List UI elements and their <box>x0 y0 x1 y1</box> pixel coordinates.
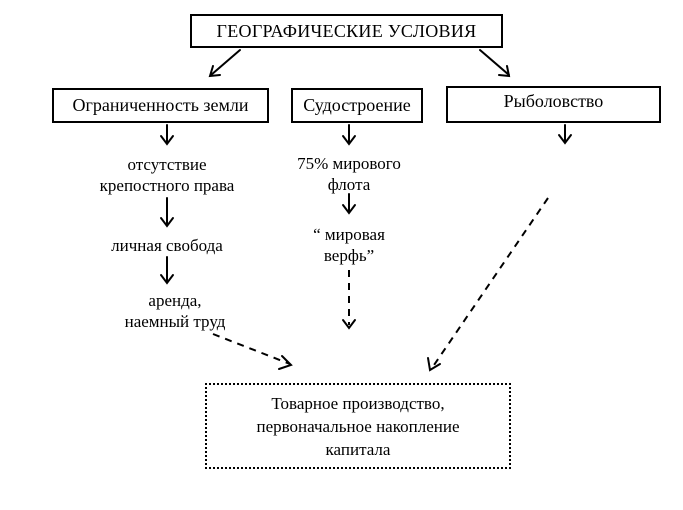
result-line3: капитала <box>325 439 391 459</box>
arrow-ship-to-fleet <box>342 124 356 146</box>
arrow-title-to-fishing <box>479 49 511 78</box>
factor-fishing-label: Рыболовство <box>503 91 604 111</box>
arrow-freedom-to-lease <box>160 256 174 285</box>
personal-freedom-text: личная свобода <box>111 236 223 255</box>
title-box: ГЕОГРАФИЧЕСКИЕ УСЛОВИЯ <box>190 14 503 48</box>
fleet-line1: 75% мирового <box>297 154 401 173</box>
arrow-title-to-land <box>208 49 241 78</box>
result-line2: первоначальное накопление <box>256 416 460 436</box>
lease-node: аренда, наемный труд <box>100 290 250 332</box>
no-serfdom-line1: отсутствие <box>127 155 207 174</box>
world-shipyard-node: “ мировая верфь” <box>274 224 424 266</box>
personal-freedom-node: личная свобода <box>92 235 242 256</box>
factor-land-label: Ограниченность земли <box>72 95 249 115</box>
no-serfdom-node: отсутствие крепостного права <box>92 154 242 196</box>
factor-land-box: Ограниченность земли <box>52 88 269 123</box>
arrow-fishing-down <box>558 124 572 145</box>
arrow-no-serfdom-to-freedom <box>160 197 174 228</box>
title-text: ГЕОГРАФИЧЕСКИЕ УСЛОВИЯ <box>216 20 477 41</box>
result-line1: Товарное производство, <box>271 393 445 413</box>
result-box: Товарное производство, первоначальное на… <box>205 383 511 469</box>
arrow-fleet-to-shipyard <box>342 193 356 215</box>
fleet-share-node: 75% мирового флота <box>274 153 424 195</box>
shipyard-line2: верфь” <box>323 246 375 265</box>
factor-shipbuilding-label: Судостроение <box>303 95 411 115</box>
shipyard-line1: “ мировая <box>313 225 385 244</box>
factor-fishing-box: Рыболовство <box>446 86 661 123</box>
factor-shipbuilding-box: Судостроение <box>291 88 423 123</box>
arrow-land-to-no-serfdom <box>160 124 174 146</box>
dashed-arrow-fishing-to-result <box>431 197 549 369</box>
lease-line2: наемный труд <box>124 312 226 331</box>
fleet-line2: флота <box>327 175 371 194</box>
dashed-arrow-lease-to-result <box>212 333 291 365</box>
no-serfdom-line2: крепостного права <box>99 176 235 195</box>
lease-line1: аренда, <box>148 291 202 310</box>
